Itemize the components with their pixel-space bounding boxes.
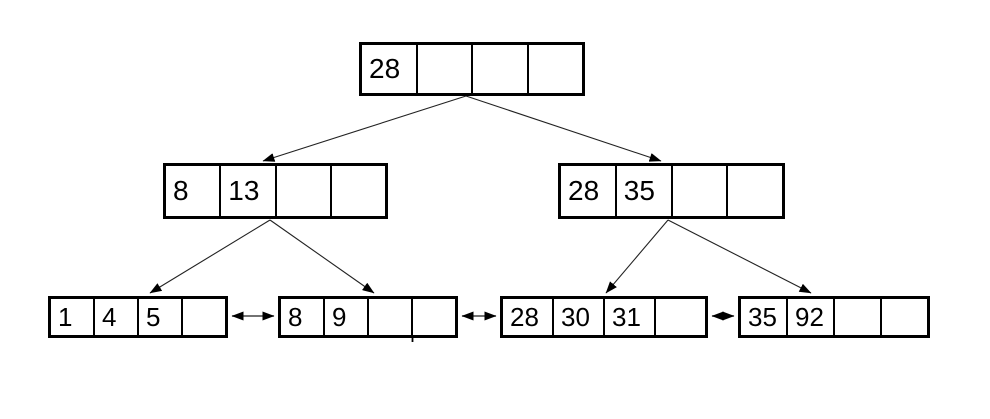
node-cell-root-3 (529, 45, 583, 93)
node-cell-leaf-2-0: 8 (281, 299, 325, 335)
node-cell-leaf-1-0: 1 (51, 299, 95, 335)
node-cell-root-1 (418, 45, 473, 93)
edge-internal-right-to-leaf-4 (667, 219, 812, 294)
node-cell-leaf-3-1: 30 (554, 299, 605, 335)
node-cell-internal-right-3 (728, 166, 782, 216)
node-cell-leaf-1-3 (183, 299, 225, 335)
node-cell-leaf-3-0: 28 (503, 299, 554, 335)
node-cell-leaf-2-3 (413, 299, 455, 335)
node-cell-internal-right-0: 28 (561, 166, 617, 216)
edge-internal-right-to-leaf-3 (605, 219, 669, 294)
node-cell-leaf-4-1: 92 (788, 299, 835, 335)
node-cell-internal-left-1: 13 (221, 166, 277, 216)
node-cell-leaf-1-2: 5 (139, 299, 183, 335)
node-cell-leaf-2-1: 9 (325, 299, 369, 335)
node-cell-internal-left-2 (277, 166, 332, 216)
node-cell-leaf-3-3 (656, 299, 705, 335)
node-cell-leaf-4-3 (882, 299, 927, 335)
node-cell-internal-left-0: 8 (166, 166, 222, 216)
node-cell-internal-right-2 (673, 166, 729, 216)
edge-internal-left-to-leaf-2 (269, 219, 375, 294)
tree-node-root: 28 (359, 42, 585, 96)
edge-root-to-internal-right (465, 95, 662, 162)
node-cell-leaf-3-2: 31 (605, 299, 656, 335)
node-cell-leaf-2-2 (369, 299, 413, 335)
node-cell-internal-left-3 (332, 166, 385, 216)
node-cell-internal-right-1: 35 (617, 166, 673, 216)
node-cell-root-2 (473, 45, 529, 93)
node-cell-leaf-4-2 (835, 299, 882, 335)
node-cell-leaf-4-0: 35 (741, 299, 788, 335)
edge-internal-left-to-leaf-1 (149, 219, 271, 294)
node-cell-leaf-1-1: 4 (95, 299, 139, 335)
node-cell-root-0: 28 (362, 45, 418, 93)
edge-root-to-internal-left (262, 95, 467, 162)
